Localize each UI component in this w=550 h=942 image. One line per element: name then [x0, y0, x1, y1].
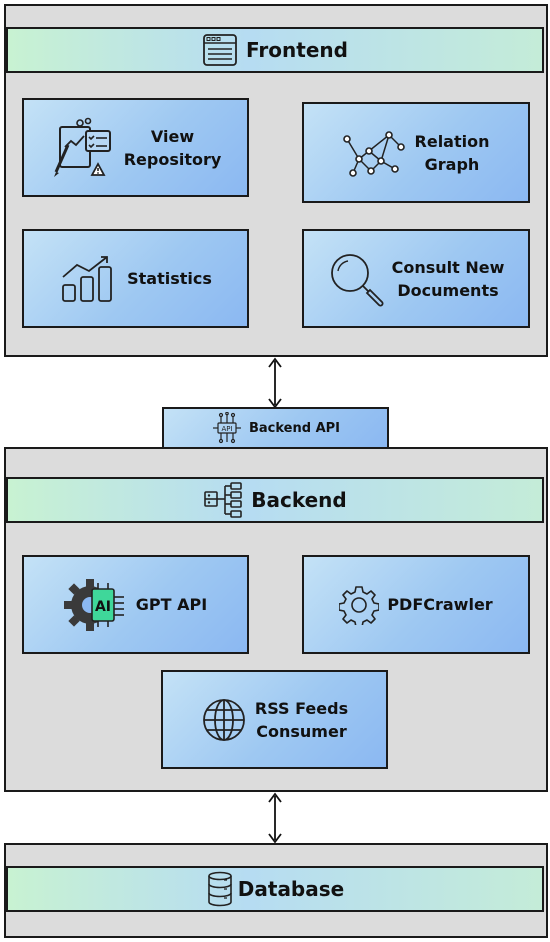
view-repository-label-line2: Repository [123, 149, 222, 169]
pdf-crawler-label: PDFCrawler [387, 593, 492, 616]
svg-text:API: API [221, 425, 232, 433]
view-repository-label: View Repository [124, 125, 222, 171]
gpt-api-label-line1: GPT API [135, 595, 208, 614]
rss-feeds-consumer-module: RSS Feeds Consumer [161, 670, 388, 769]
consult-new-documents-label-line1: Consult New [391, 257, 505, 277]
pdf-crawler-label-line1: PDFCrawler [387, 595, 493, 614]
api-chip-icon: API [212, 412, 241, 444]
backend-api-box: API Backend API [162, 407, 389, 449]
statistics-label-line1: Statistics [127, 269, 212, 288]
consult-new-documents-label-line2: Documents [397, 280, 499, 300]
backend-header: Backend [6, 477, 544, 523]
gpt-api-label: GPT API [136, 593, 207, 616]
rss-feeds-consumer-label-line1: RSS Feeds [254, 698, 349, 718]
rss-feeds-consumer-label: RSS Feeds Consumer [255, 697, 348, 743]
backend-database-arrow [268, 792, 282, 844]
bar-chart-trend-icon [62, 255, 113, 302]
statistics-module: Statistics [22, 229, 249, 328]
server-tree-icon [204, 482, 243, 518]
database-cylinder-icon [207, 871, 232, 907]
checklist-document-icon [53, 117, 111, 177]
network-graph-icon [342, 130, 405, 177]
relation-graph-module: Relation Graph [302, 102, 530, 203]
view-repository-label-line1: View [150, 126, 195, 146]
browser-window-icon [203, 34, 237, 66]
statistics-label: Statistics [127, 267, 212, 290]
rss-feeds-consumer-label-line2: Consumer [256, 721, 347, 741]
globe-icon [203, 698, 245, 741]
database-title: Database [237, 877, 345, 901]
backend-api-label: Backend API [248, 420, 340, 436]
view-repository-module: View Repository [22, 98, 249, 197]
ai-chip-text: AI [95, 599, 111, 615]
frontend-title: Frontend [246, 38, 348, 62]
relation-graph-label-line2: Graph [424, 154, 480, 174]
consult-new-documents-label: Consult New Documents [392, 256, 505, 302]
frontend-api-arrow [268, 357, 282, 409]
backend-title: Backend [251, 488, 347, 512]
relation-graph-label-line1: Relation [414, 131, 490, 151]
gear-icon [339, 585, 380, 625]
pdf-crawler-module: PDFCrawler [302, 555, 530, 654]
magnifier-icon [330, 253, 384, 306]
ai-gear-chip-icon: AI [63, 578, 124, 631]
frontend-header: Frontend [6, 27, 544, 73]
consult-new-documents-module: Consult New Documents [302, 229, 530, 328]
database-header: Database [6, 866, 544, 912]
relation-graph-label: Relation Graph [415, 130, 490, 176]
gpt-api-module: AI GPT API [22, 555, 249, 654]
